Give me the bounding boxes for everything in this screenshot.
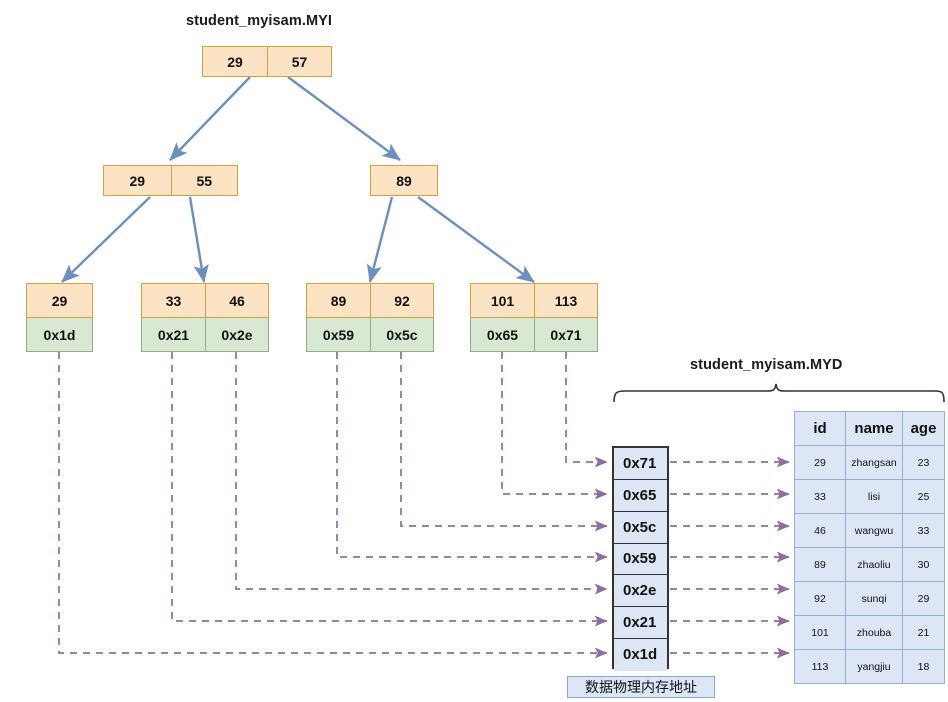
- table-row[interactable]: 113 yangjiu 18: [794, 649, 945, 684]
- physical-address-stack[interactable]: 0x71 0x65 0x5c 0x59 0x2e 0x21 0x1d: [612, 446, 669, 671]
- table-header-row: id name age: [794, 411, 945, 446]
- address-cell[interactable]: 0x59: [614, 543, 667, 576]
- address-cell[interactable]: 0x21: [614, 607, 667, 640]
- cell-id: 33: [794, 479, 846, 514]
- btree-internal-key: 89: [396, 172, 412, 189]
- cell-name: lisi: [845, 479, 903, 514]
- column-header-id: id: [794, 411, 846, 446]
- cell-name: yangjiu: [845, 649, 903, 684]
- cell-age: 18: [902, 649, 945, 684]
- table-row[interactable]: 29 zhangsan 23: [794, 445, 945, 480]
- myd-data-table: id name age 29 zhangsan 23 33 lisi 25 46…: [794, 411, 945, 684]
- btree-root-node[interactable]: 29 57: [202, 46, 332, 77]
- leaf-key: 113: [534, 284, 597, 317]
- cell-id: 101: [794, 615, 846, 650]
- cell-id: 29: [794, 445, 846, 480]
- btree-leaf-node-2[interactable]: 33 46 0x21 0x2e: [141, 283, 269, 352]
- btree-internal-key: 29: [129, 172, 146, 189]
- address-stack-caption: 数据物理内存地址: [567, 676, 715, 698]
- leaf-pointer: 0x21: [157, 326, 190, 343]
- table-row[interactable]: 46 wangwu 33: [794, 513, 945, 548]
- leaf-pointer: 0x2e: [205, 318, 268, 351]
- cell-name: zhouba: [845, 615, 903, 650]
- leaf-key: 89: [330, 292, 347, 309]
- cell-id: 89: [794, 547, 846, 582]
- column-header-name: name: [845, 411, 903, 446]
- address-cell[interactable]: 0x71: [614, 448, 667, 480]
- btree-internal-key: 55: [170, 166, 238, 195]
- cell-name: wangwu: [845, 513, 903, 548]
- leaf-pointer: 0x1d: [43, 326, 76, 343]
- index-file-title: student_myisam.MYI: [186, 13, 333, 29]
- leaf-pointer: 0x59: [322, 326, 355, 343]
- leaf-key: 101: [490, 292, 515, 309]
- cell-id: 46: [794, 513, 846, 548]
- leaf-pointer: 0x5c: [370, 318, 433, 351]
- leaf-pointer: 0x65: [486, 326, 519, 343]
- cell-age: 33: [902, 513, 945, 548]
- cell-age: 25: [902, 479, 945, 514]
- address-cell[interactable]: 0x65: [614, 479, 667, 512]
- cell-id: 92: [794, 581, 846, 616]
- address-cell[interactable]: 0x1d: [614, 639, 667, 671]
- btree-leaf-node-4[interactable]: 101 113 0x65 0x71: [470, 283, 598, 352]
- btree-root-key: 29: [227, 53, 243, 70]
- btree-leaf-node-1[interactable]: 29 0x1d: [26, 283, 93, 352]
- cell-age: 23: [902, 445, 945, 480]
- leaf-key: 33: [165, 292, 182, 309]
- table-row[interactable]: 33 lisi 25: [794, 479, 945, 514]
- leaf-key: 46: [205, 284, 268, 317]
- cell-name: sunqi: [845, 581, 903, 616]
- btree-internal-node-right[interactable]: 89: [370, 165, 438, 196]
- column-header-age: age: [902, 411, 945, 446]
- address-cell[interactable]: 0x5c: [614, 511, 667, 544]
- btree-leaf-node-3[interactable]: 89 92 0x59 0x5c: [306, 283, 434, 352]
- cell-age: 30: [902, 547, 945, 582]
- address-cell[interactable]: 0x2e: [614, 575, 667, 608]
- btree-root-key: 57: [267, 47, 331, 76]
- leaf-key: 29: [51, 292, 68, 309]
- cell-id: 113: [794, 649, 846, 684]
- leaf-key: 92: [370, 284, 433, 317]
- cell-name: zhangsan: [845, 445, 903, 480]
- cell-name: zhaoliu: [845, 547, 903, 582]
- leaf-pointer: 0x71: [534, 318, 597, 351]
- cell-age: 21: [902, 615, 945, 650]
- btree-internal-node-left[interactable]: 29 55: [103, 165, 238, 196]
- table-row[interactable]: 101 zhouba 21: [794, 615, 945, 650]
- table-row[interactable]: 92 sunqi 29: [794, 581, 945, 616]
- cell-age: 29: [902, 581, 945, 616]
- data-file-title: student_myisam.MYD: [690, 357, 843, 373]
- table-row[interactable]: 89 zhaoliu 30: [794, 547, 945, 582]
